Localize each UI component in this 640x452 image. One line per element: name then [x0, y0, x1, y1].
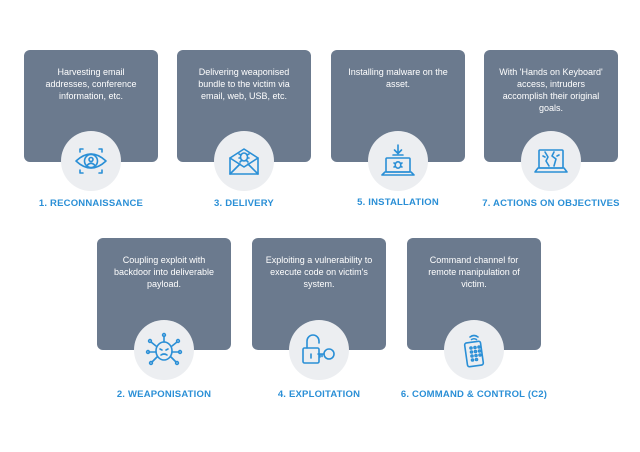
- eye-icon: [75, 148, 107, 174]
- step-description: Harvesting email addresses, conference i…: [45, 67, 137, 101]
- step-label: 5. INSTALLATION: [357, 197, 439, 208]
- broken-laptop-icon: [534, 149, 568, 173]
- step-icon-badge: [61, 131, 121, 191]
- step-description: Command channel for remote manipulation …: [428, 255, 520, 289]
- malware-envelope-icon: [229, 148, 259, 175]
- step-label: 6. COMMAND & CONTROL (C2): [400, 389, 548, 400]
- laptop-download-icon: [381, 144, 415, 176]
- step-label: 2. WEAPONISATION: [116, 389, 212, 400]
- unlocked-padlock-key-icon: [302, 334, 335, 364]
- step-icon-badge: [134, 320, 194, 380]
- step-description: With 'Hands on Keyboard' access, intrude…: [499, 67, 603, 113]
- step-icon-badge: [289, 320, 349, 380]
- step-icon-badge: [368, 131, 428, 191]
- step-label: 1. RECONNAISSANCE: [38, 198, 144, 209]
- step-label: 3. DELIVERY: [214, 198, 274, 209]
- step-label: 4. EXPLOITATION: [277, 389, 361, 400]
- step-description: Delivering weaponised bundle to the vict…: [198, 67, 290, 101]
- virus-icon: [145, 332, 183, 366]
- step-icon-badge: [521, 131, 581, 191]
- step-icon-badge: [214, 131, 274, 191]
- step-description: Exploiting a vulnerability to execute co…: [265, 255, 373, 289]
- remote-control-icon: [463, 334, 485, 368]
- step-icon-badge: [444, 320, 504, 380]
- step-description: Coupling exploit with backdoor into deli…: [113, 255, 215, 289]
- step-label: 7. ACTIONS ON OBJECTIVES: [482, 198, 620, 209]
- step-card-delivery: Delivering weaponised bundle to the vict…: [177, 50, 311, 162]
- step-description: Installing malware on the asset.: [348, 67, 448, 89]
